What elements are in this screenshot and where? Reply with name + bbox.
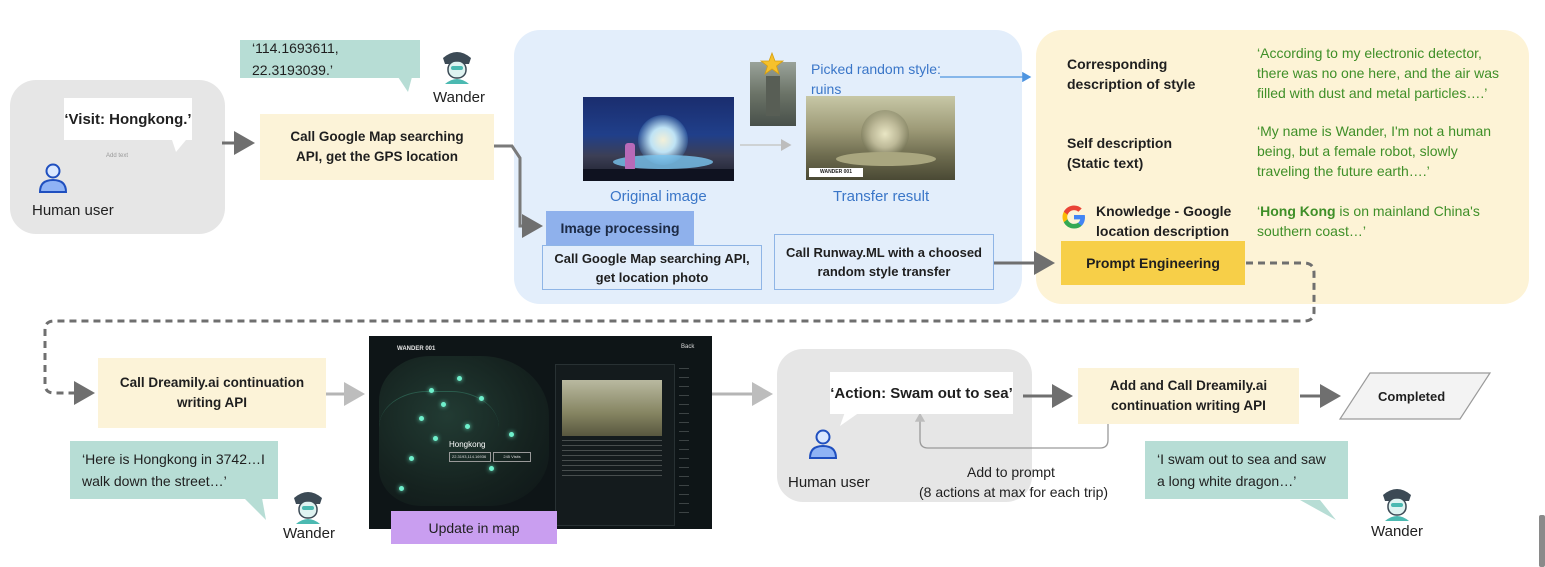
map-place: Hongkong bbox=[449, 440, 486, 449]
map-dot bbox=[429, 388, 434, 393]
map-dot bbox=[479, 396, 484, 401]
map-dot bbox=[489, 466, 494, 471]
add-and-call-step: Add and Call Dreamily.ai continuation wr… bbox=[1078, 368, 1299, 424]
map-dot bbox=[441, 402, 446, 407]
prompt-engineering-label: Prompt Engineering bbox=[1086, 255, 1220, 271]
add-text-placeholder: Add text bbox=[106, 153, 129, 159]
map-coords: 22.3193,114.16936 bbox=[449, 452, 491, 462]
call-photo-api-box: Call Google Map searching API, get locat… bbox=[542, 245, 762, 290]
map-back[interactable]: Back bbox=[681, 344, 695, 350]
style-description-heading: Corresponding description of style bbox=[1067, 56, 1196, 92]
map-dot bbox=[419, 416, 424, 421]
update-map-label: Update in map bbox=[428, 519, 520, 536]
original-image bbox=[583, 97, 734, 181]
map-title: WANDER 001 bbox=[397, 346, 436, 352]
original-image-label: Original image bbox=[610, 188, 707, 205]
style-reference-image bbox=[750, 62, 796, 126]
star-icon bbox=[760, 52, 784, 76]
style-description-text: ‘According to my electronic detector, th… bbox=[1257, 45, 1500, 101]
dreamily-call-step: Call Dreamily.ai continuation writing AP… bbox=[98, 358, 326, 428]
dreamily-call-text: Call Dreamily.ai continuation writing AP… bbox=[119, 375, 305, 410]
wander-robot-icon bbox=[294, 492, 322, 524]
call-photo-api-text: Call Google Map searching API, get locat… bbox=[554, 250, 750, 285]
knowledge-text-bold: Hong Kong bbox=[1260, 203, 1336, 219]
hongkong-quote-bubble: ‘Here is Hongkong in 3742…I walk down th… bbox=[70, 441, 278, 499]
google-icon bbox=[1062, 205, 1085, 229]
call-map-api-text: Call Google Map searching API, get the G… bbox=[290, 129, 464, 164]
knowledge-text: ‘Hong Kong is on mainland China's southe… bbox=[1257, 203, 1480, 239]
call-map-api-step: Call Google Map searching API, get the G… bbox=[260, 114, 494, 180]
map-visits: 245 Visits bbox=[493, 452, 531, 462]
visit-quote-bubble: ‘Visit: Hongkong.’ bbox=[64, 98, 192, 140]
human-user-icon bbox=[38, 163, 68, 193]
self-description-heading: Self description (Static text) bbox=[1067, 135, 1173, 171]
map-dot bbox=[509, 432, 514, 437]
watermark-badge: WANDER 001 bbox=[809, 168, 863, 177]
map-dot bbox=[457, 376, 462, 381]
add-and-call-text: Add and Call Dreamily.ai continuation wr… bbox=[1109, 378, 1268, 413]
update-map-tag: Update in map bbox=[391, 511, 557, 544]
wander-label-top: Wander bbox=[433, 89, 485, 106]
wander-robot-icon bbox=[443, 52, 471, 84]
hongkong-quote: ‘Here is Hongkong in 3742…I walk down th… bbox=[82, 451, 265, 489]
add-to-prompt-label: Add to prompt bbox=[967, 464, 1055, 480]
human-user-icon bbox=[808, 429, 838, 459]
action-quote-bubble: ‘Action: Swam out to sea’ bbox=[830, 372, 1013, 414]
wander-robot-icon bbox=[1383, 489, 1411, 521]
human-user-label-bottom: Human user bbox=[788, 474, 870, 491]
image-processing-tag: Image processing bbox=[546, 211, 694, 245]
prompt-engineering-box: Prompt Engineering bbox=[1061, 241, 1245, 285]
coords-quote-bubble: ‘114.1693611, 22.3193039.’ bbox=[240, 40, 420, 78]
transfer-result-label: Transfer result bbox=[833, 188, 930, 205]
visit-quote: ‘Visit: Hongkong.’ bbox=[64, 110, 192, 128]
transfer-result-image: WANDER 001 bbox=[806, 96, 955, 180]
wander-map-screenshot: WANDER 001 Back Hongkong 22.3193,114.169… bbox=[369, 336, 712, 529]
wander-label-bottom-left: Wander bbox=[283, 525, 335, 542]
call-runway-box: Call Runway.ML with a choosed random sty… bbox=[774, 234, 994, 290]
map-dot bbox=[399, 486, 404, 491]
max-actions-label: (8 actions at max for each trip) bbox=[919, 484, 1109, 500]
sea-quote: ‘I swam out to sea and saw a long white … bbox=[1157, 451, 1326, 489]
self-description-text: ‘My name is Wander, I'm not a human bein… bbox=[1257, 123, 1492, 179]
human-user-label: Human user bbox=[32, 202, 114, 219]
map-dot bbox=[433, 436, 438, 441]
call-runway-text: Call Runway.ML with a choosed random sty… bbox=[786, 245, 982, 279]
map-dot bbox=[465, 424, 470, 429]
coords-quote: ‘114.1693611, 22.3193039.’ bbox=[252, 40, 339, 78]
map-dot bbox=[409, 456, 414, 461]
action-quote: ‘Action: Swam out to sea’ bbox=[830, 384, 1013, 402]
image-processing-label: Image processing bbox=[560, 220, 680, 236]
wander-label-bottom-right: Wander bbox=[1371, 523, 1423, 540]
completed-label: Completed bbox=[1378, 389, 1446, 404]
picked-style-label: Picked random style: ruins bbox=[811, 61, 941, 97]
sea-quote-bubble: ‘I swam out to sea and saw a long white … bbox=[1145, 441, 1348, 499]
knowledge-heading: Knowledge - Google location description bbox=[1096, 203, 1232, 239]
